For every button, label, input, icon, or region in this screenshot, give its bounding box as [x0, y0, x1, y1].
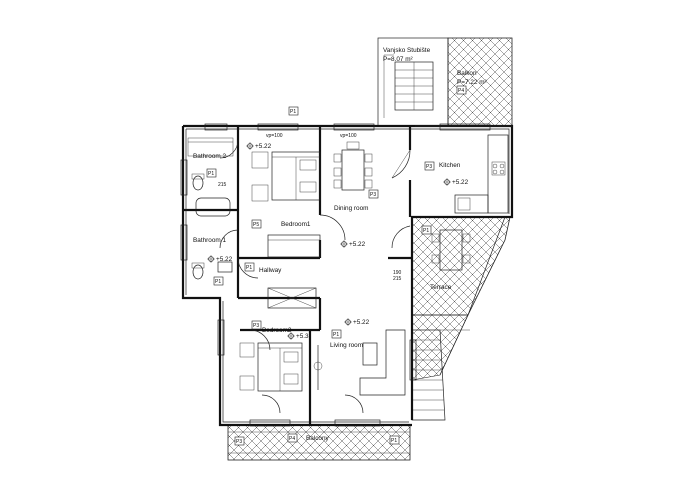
element-tags: P1 P1 P4 P3 P3 P5 P1 P1 P1 P3 P1 P3 P4 P…	[206, 85, 467, 446]
room-labels: Vanjsko Stubište P=8.07 m² Balkon P=7.22…	[193, 47, 487, 442]
tag-7: P1	[423, 228, 429, 234]
level-bath1: +5.22	[216, 256, 233, 263]
level-hall: +5.22	[349, 241, 366, 248]
level-bath2: +5.22	[255, 143, 272, 150]
level-living: +5.22	[353, 319, 370, 326]
kitchen-counter	[487, 134, 509, 214]
level-marker-bath2: +5.22	[246, 142, 272, 150]
sofa	[359, 329, 406, 396]
tag-13: P4	[289, 436, 295, 442]
level-kitchen: +5.22	[452, 179, 469, 186]
walls	[181, 124, 514, 427]
label-balcony: Balcony	[306, 435, 330, 442]
balcony-hatch	[227, 424, 411, 461]
window-label-3: 215	[218, 182, 227, 188]
windows	[180, 123, 491, 427]
furniture	[187, 134, 509, 454]
balkon-hatch	[447, 37, 513, 127]
terrace-table	[439, 229, 463, 271]
label-bedroom1: Bedroom1	[281, 221, 311, 228]
doors	[219, 139, 411, 414]
tag-3: P4	[458, 88, 464, 94]
label-bathroom2: Bathroom 2	[193, 153, 226, 160]
tag-10: P3	[253, 323, 259, 329]
level-marker-kitchen: +5.22	[443, 178, 469, 186]
tag-12: P3	[236, 439, 242, 445]
outer-lines	[185, 125, 512, 423]
label-bedroom2: Bedroom2	[262, 327, 292, 334]
hatched-areas	[227, 37, 513, 461]
wardrobe-2	[267, 287, 317, 309]
label-living: Living room	[330, 342, 363, 349]
dining-table	[341, 149, 365, 191]
level-marker-hall: +5.22	[340, 240, 366, 248]
label-balkon-area: P=7.22 m²	[457, 79, 487, 86]
tag-9: P1	[215, 279, 221, 285]
level-marker-bath1: +5.22	[207, 255, 233, 263]
tag-11: P1	[333, 332, 339, 338]
label-kitchen: Kitchen	[439, 162, 461, 169]
vp-label-1: vp=100	[266, 133, 283, 139]
vp-label-2: vp=100	[340, 133, 357, 139]
opening-labels: vp=100 vp=100 190 215 215	[218, 133, 402, 282]
label-hallway: Hallway	[259, 267, 282, 274]
bathtub	[195, 197, 231, 217]
tag-8: P1	[246, 265, 252, 271]
window-label-2: 215	[393, 276, 402, 282]
tag-5: P3	[370, 192, 376, 198]
tag-14: P1	[391, 438, 397, 444]
tag-6: P5	[253, 222, 259, 228]
label-balkon: Balkon	[457, 70, 477, 77]
label-stairwell-area: P=8.07 m²	[383, 56, 413, 63]
level-marker-living: +5.22	[344, 318, 370, 326]
terrace-slope-hatch	[411, 314, 469, 381]
level-markers: +5.22 +5.22 +5.22 +5.22 +5.22	[207, 142, 469, 340]
level-marker-bed2: +5.3	[287, 332, 309, 340]
tag-4: P3	[426, 164, 432, 170]
label-terrace: Terrace	[430, 284, 452, 291]
label-bathroom1: Bathroom 1	[193, 237, 226, 244]
window-label-1: 190	[393, 270, 402, 276]
label-dining: Dining room	[334, 205, 368, 212]
tag-1: P1	[290, 109, 296, 115]
wardrobe-1	[267, 234, 321, 258]
level-bed2: +5.3	[296, 333, 309, 340]
label-stairwell: Vanjsko Stubište	[383, 47, 431, 54]
tag-2: P1	[208, 171, 214, 177]
